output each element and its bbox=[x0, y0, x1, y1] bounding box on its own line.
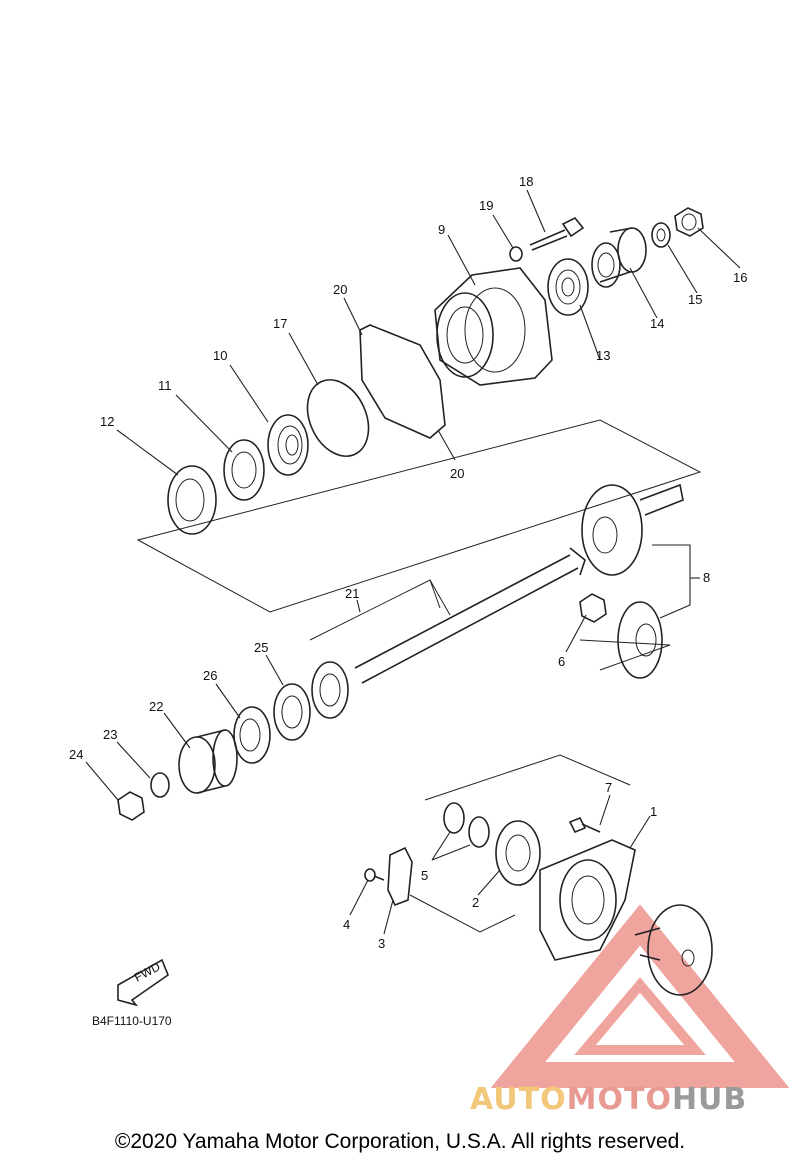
plate-part-3 bbox=[387, 846, 413, 907]
group-outline-lower bbox=[409, 754, 631, 933]
watermark-text: AUTOMOTOHUB bbox=[470, 1082, 747, 1117]
label-part-1: 1 bbox=[650, 804, 657, 819]
shaft-part-21 bbox=[354, 547, 586, 684]
bolt-part-7 bbox=[568, 816, 601, 834]
label-part-8: 8 bbox=[703, 570, 710, 585]
label-part-15: 15 bbox=[688, 292, 702, 307]
o-ring-part-17 bbox=[306, 379, 370, 457]
shim-part-5b bbox=[468, 816, 490, 848]
needle-bearing-part-22 bbox=[178, 729, 238, 794]
washer-part-19 bbox=[509, 246, 523, 262]
label-part-18: 18 bbox=[519, 174, 533, 189]
label-part-21: 21 bbox=[345, 586, 359, 601]
nut-part-16 bbox=[674, 207, 704, 237]
bearing-part-2 bbox=[495, 820, 541, 886]
drive-gear bbox=[634, 904, 713, 996]
fwd-arrow-icon: FWD bbox=[117, 958, 169, 1007]
label-part-12: 12 bbox=[100, 414, 114, 429]
screw-part-4 bbox=[364, 868, 385, 882]
label-part-11: 11 bbox=[158, 378, 172, 393]
nut-part-24 bbox=[117, 791, 145, 821]
label-part-22: 22 bbox=[149, 699, 163, 714]
bearing-housing-part-1 bbox=[539, 839, 636, 961]
diagram-code: B4F1110-U170 bbox=[92, 1014, 172, 1028]
label-part-6: 6 bbox=[558, 654, 565, 669]
watermark-part-2: MOTO bbox=[566, 1082, 672, 1117]
bearing-part-13 bbox=[547, 258, 589, 316]
seal-part-26 bbox=[233, 706, 271, 764]
housing-part-9 bbox=[434, 267, 553, 386]
watermark-part-1: AUTO bbox=[470, 1082, 567, 1117]
coupling-part-14 bbox=[591, 227, 647, 288]
label-part-10: 10 bbox=[213, 348, 227, 363]
label-part-4: 4 bbox=[343, 917, 350, 932]
collar-part-11 bbox=[223, 439, 265, 501]
label-part-16: 16 bbox=[733, 270, 747, 285]
label-part-3: 3 bbox=[378, 936, 385, 951]
washer-part-23 bbox=[150, 772, 170, 798]
label-part-7: 7 bbox=[605, 780, 612, 795]
label-part-23: 23 bbox=[103, 727, 117, 742]
bearing-part-25 bbox=[273, 661, 349, 741]
label-part-13: 13 bbox=[596, 348, 610, 363]
label-part-14: 14 bbox=[650, 316, 664, 331]
gear-set-part-8 bbox=[581, 483, 684, 679]
label-part-5: 5 bbox=[421, 868, 428, 883]
bearing-part-10 bbox=[267, 414, 309, 476]
label-part-19: 19 bbox=[479, 198, 493, 213]
bolt-part-18 bbox=[529, 216, 585, 251]
copyright-notice: ©2020 Yamaha Motor Corporation, U.S.A. A… bbox=[114, 1130, 686, 1153]
gasket-part-20 bbox=[359, 324, 446, 439]
leader-lines bbox=[85, 189, 741, 935]
group-outline-shaft bbox=[309, 579, 451, 641]
label-part-2: 2 bbox=[472, 895, 479, 910]
seal-part-12 bbox=[167, 465, 217, 535]
label-part-20-top: 20 bbox=[333, 282, 347, 297]
group-outline-gear bbox=[579, 639, 671, 671]
label-part-9: 9 bbox=[438, 222, 445, 237]
nut-part-6 bbox=[579, 593, 607, 623]
group-outline-upper bbox=[136, 419, 702, 613]
watermark-part-3: HUB bbox=[671, 1082, 748, 1117]
washer-part-15 bbox=[651, 222, 671, 248]
label-part-20-bottom: 20 bbox=[450, 466, 464, 481]
watermark-logo-icon bbox=[490, 904, 790, 1088]
label-part-17: 17 bbox=[273, 316, 287, 331]
label-part-26: 26 bbox=[203, 668, 217, 683]
shim-part-5a bbox=[443, 802, 465, 834]
label-part-25: 25 bbox=[254, 640, 268, 655]
label-part-24: 24 bbox=[69, 747, 83, 762]
